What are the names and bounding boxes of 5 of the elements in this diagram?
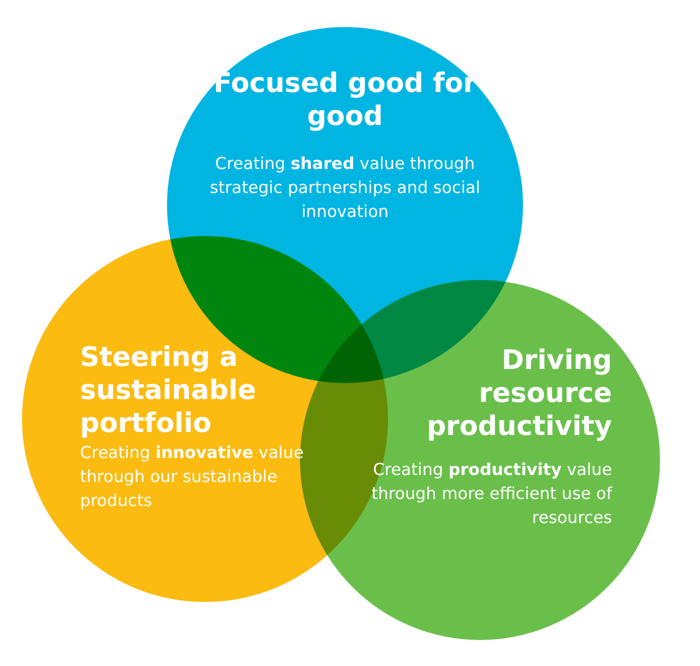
circle-heading: Steering a sustainable portfolio: [80, 341, 258, 440]
circle-heading: Focused good for good: [212, 67, 478, 133]
circle-heading: Driving resource productivity: [426, 344, 612, 443]
circle-description: Creating productivity value through more efficient use of resources: [370, 459, 612, 529]
circle-description: Creating shared value through strategic partnerships and social innovation: [208, 153, 482, 223]
